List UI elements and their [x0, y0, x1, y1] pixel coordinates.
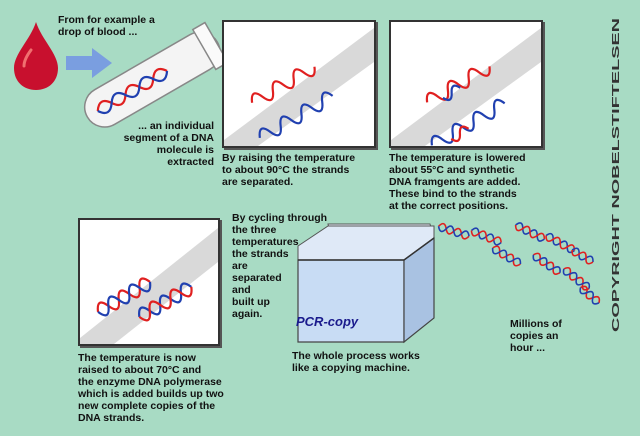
dna-copies-spray — [437, 222, 601, 305]
panel-annealed — [389, 20, 543, 148]
panel-separated — [222, 20, 376, 148]
pcr-machine — [297, 223, 435, 344]
process-text: The whole process works like a copying m… — [292, 350, 420, 374]
intro-text: From for example a drop of blood ... — [58, 14, 155, 38]
copyright-credit: COPYRIGHT NOBELSTIFTELSEN — [604, 8, 626, 338]
machine-label: PCR-copy — [296, 314, 359, 329]
millions-text: Millions of copies an hour ... — [510, 318, 562, 354]
lower55-text: The temperature is lowered about 55°C an… — [389, 152, 526, 212]
raise70-text: The temperature is now raised to about 7… — [78, 352, 224, 424]
blood-drop-icon — [14, 22, 58, 90]
arrow-icon — [66, 48, 112, 78]
dna-strand-blue — [258, 91, 334, 138]
raise90-text: By raising the temperature to about 90°C… — [222, 152, 356, 188]
dna-helix — [96, 68, 169, 114]
cycling-text: By cycling through the three temperature… — [232, 212, 328, 320]
extract-text: ... an individual segment of a DNA molec… — [123, 120, 214, 168]
test-tube-icon — [83, 21, 228, 128]
dna-strand-red — [250, 66, 316, 103]
copyright-credit-text: COPYRIGHT NOBELSTIFTELSEN — [610, 18, 622, 332]
panel-extended — [78, 218, 220, 346]
